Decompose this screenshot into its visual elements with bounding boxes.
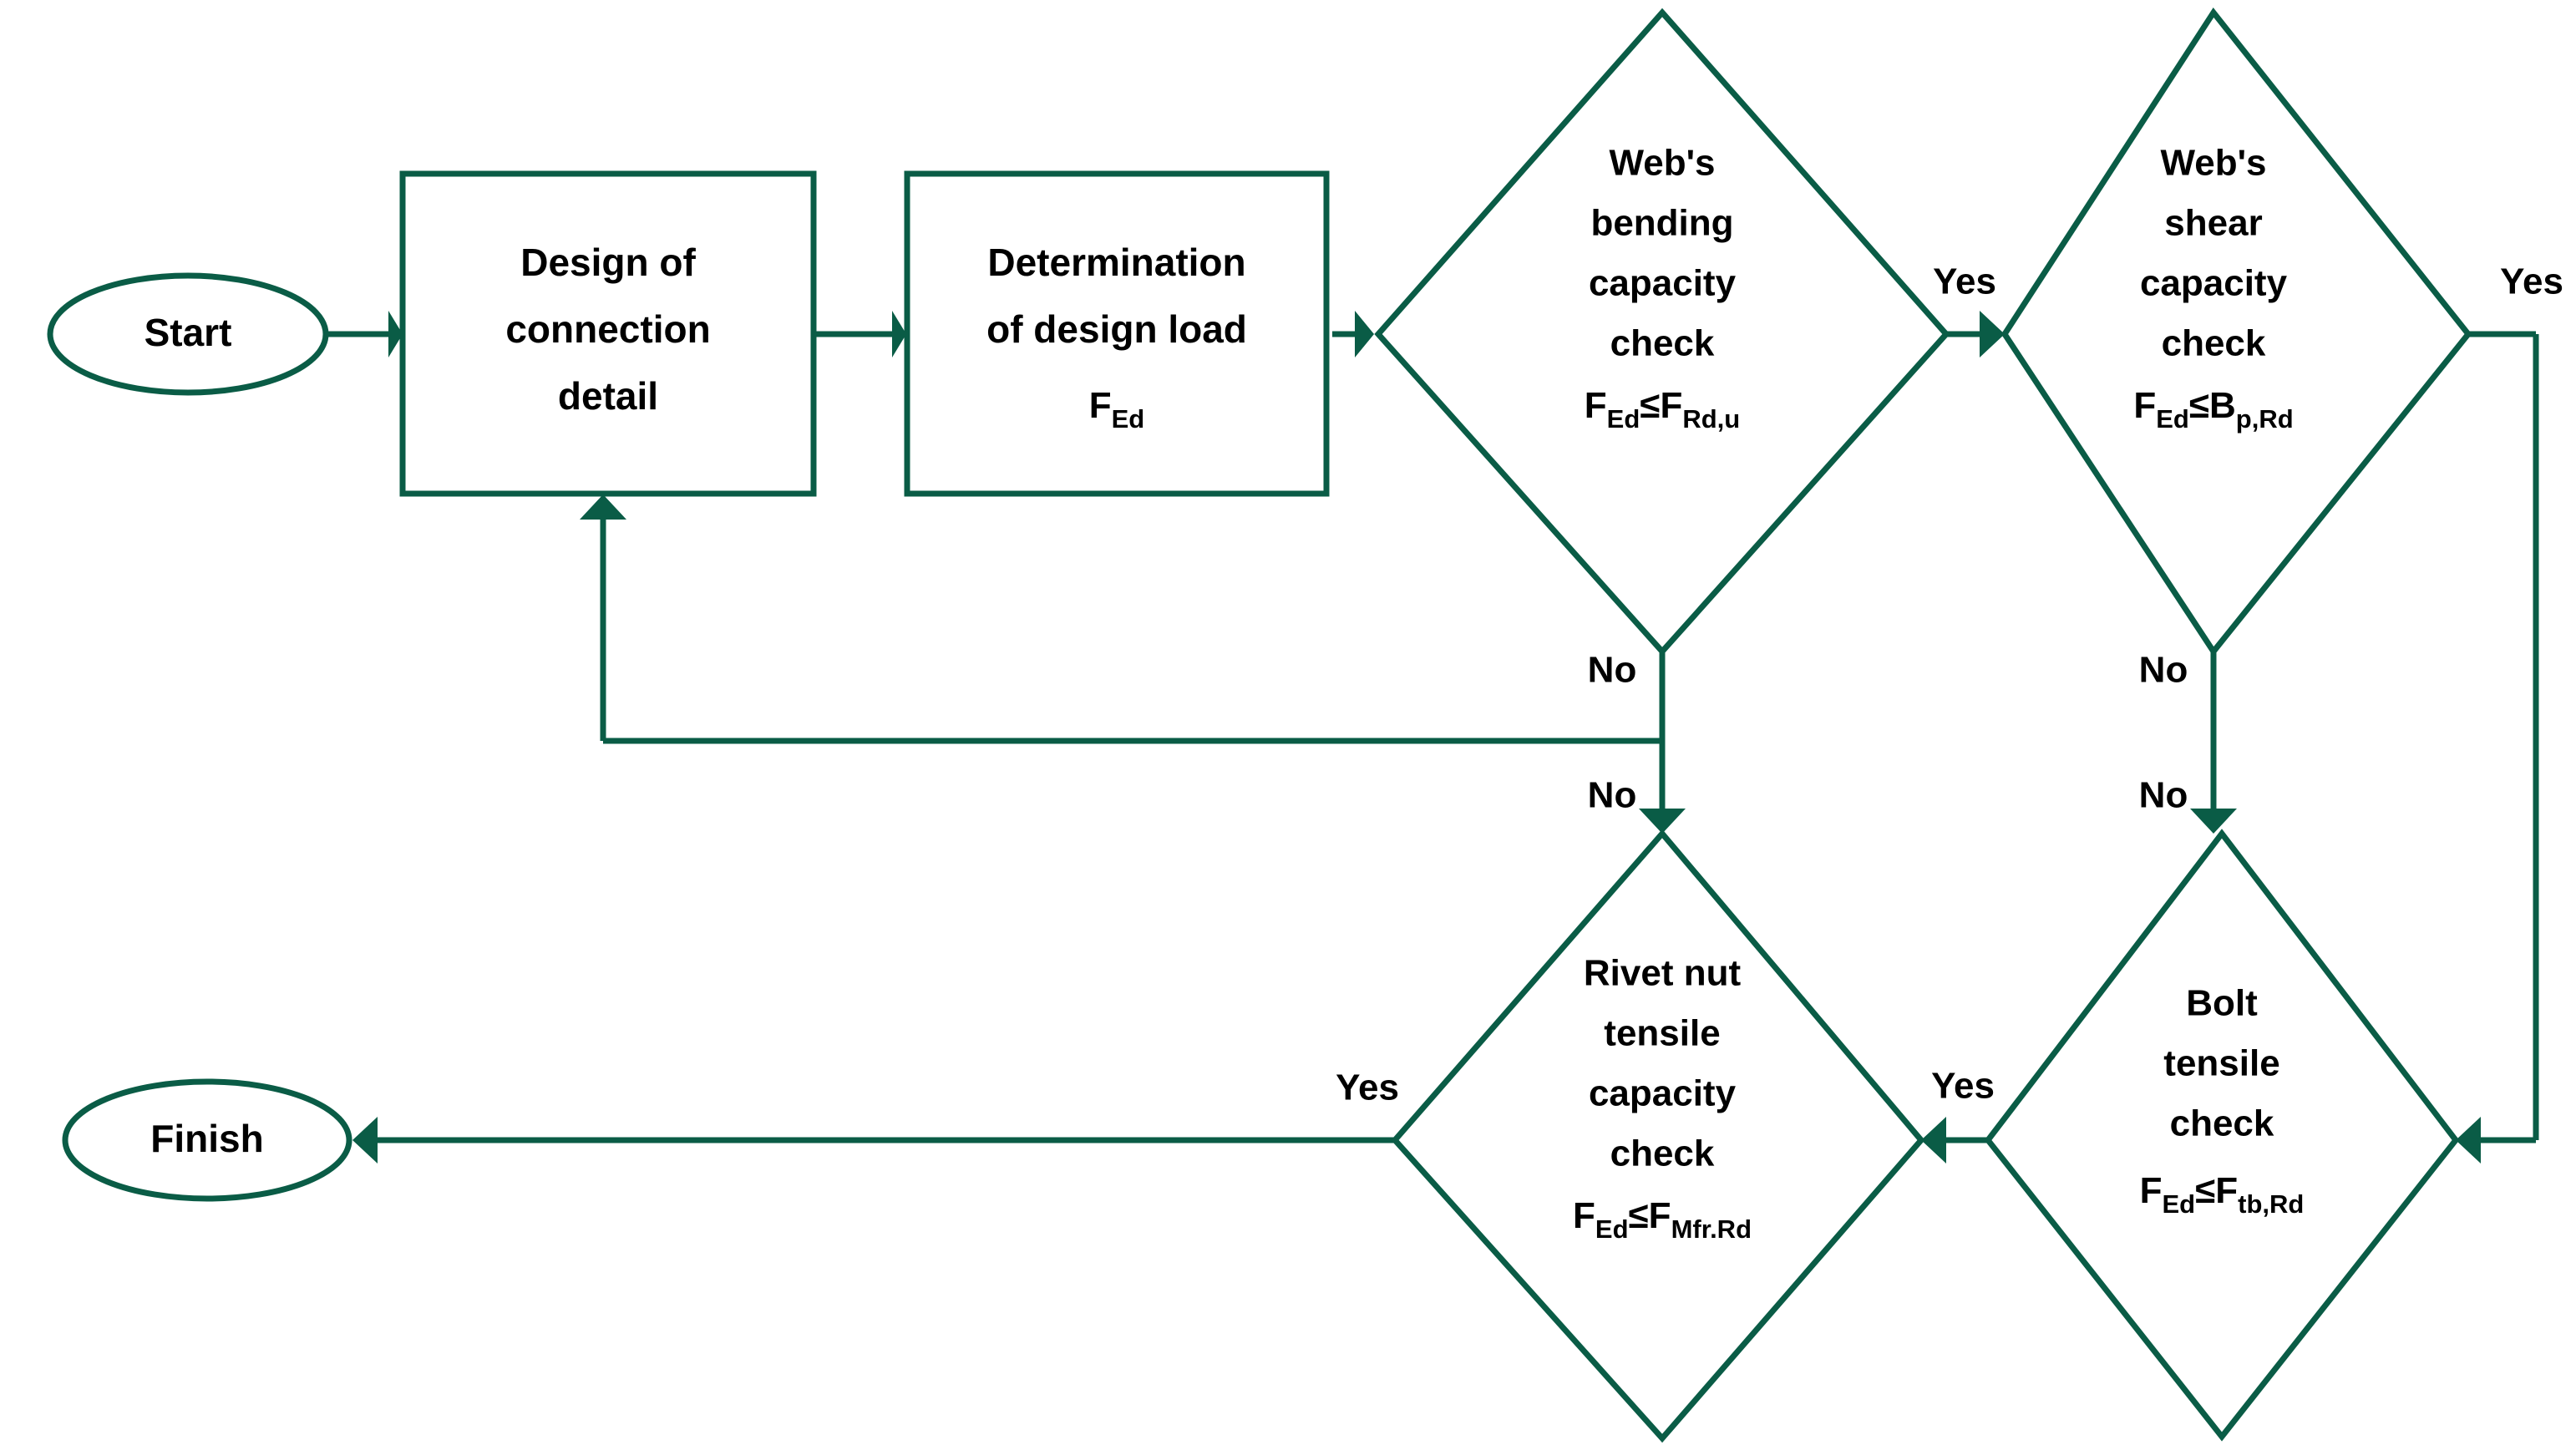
web-bending-line-3: capacity	[1589, 263, 1737, 304]
bolt-tensile-line-3: check	[2170, 1103, 2274, 1144]
edge-label-bolt-yes: Yes	[1931, 1066, 1995, 1107]
wb-rhs-sub: Rd,u	[1682, 404, 1740, 434]
design-line-3: detail	[558, 374, 658, 418]
web-bending-line-4: check	[1610, 323, 1715, 364]
edge-label-shear-yes: Yes	[2500, 261, 2563, 302]
bt-lhs-sub: Ed	[2163, 1189, 2196, 1219]
edge-load-to-web-bending	[1332, 311, 1374, 357]
edge-label-bending-yes: Yes	[1933, 261, 1996, 302]
node-web-shear-capacity-check[interactable]: Web's shear capacity check FEd≤Bp,Rd	[2000, 8, 2472, 657]
wb-lhs-base: F	[1585, 385, 1607, 426]
bolt-tensile-line-2: tensile	[2163, 1043, 2279, 1084]
node-determination-of-design-load[interactable]: Determination of design load FEd	[904, 170, 1330, 497]
edge-start-to-design	[327, 311, 403, 357]
web-bending-line-2: bending	[1590, 203, 1733, 244]
web-shear-line-1: Web's	[2160, 143, 2266, 184]
ws-rhs-sub: p,Rd	[2236, 404, 2294, 434]
ws-rhs-base: B	[2209, 385, 2236, 426]
wb-rhs-base: F	[1660, 385, 1682, 426]
node-finish[interactable]: Finish	[62, 1078, 352, 1202]
edge-label-rivet-yes: Yes	[1336, 1067, 1399, 1108]
edge-shear-yes-to-bolt	[2456, 331, 2539, 1164]
node-rivet-nut-tensile-capacity-check[interactable]: Rivet nut tensile capacity check FEd≤FMf…	[1391, 829, 1925, 1443]
rivet-nut-line-2: tensile	[1604, 1013, 1720, 1054]
web-shear-line-4: check	[2162, 323, 2266, 364]
bt-rhs-sub: tb,Rd	[2238, 1189, 2304, 1219]
node-start[interactable]: Start	[47, 272, 329, 396]
bt-rhs-base: F	[2215, 1170, 2238, 1211]
load-symbol: FEd	[1089, 385, 1145, 434]
rn-rhs-base: F	[1649, 1195, 1671, 1236]
design-line-1: Design of	[520, 241, 696, 284]
edge-shear-no-to-bolt	[2190, 652, 2237, 834]
ws-operator: ≤	[2189, 385, 2209, 426]
load-symbol-sub: Ed	[1112, 404, 1145, 434]
edge-label-bending-no: No	[1588, 650, 1637, 691]
rn-lhs-base: F	[1573, 1195, 1595, 1236]
load-line-1: Determination	[987, 241, 1245, 284]
bt-operator: ≤	[2195, 1170, 2215, 1211]
node-bolt-tensile-check[interactable]: Bolt tensile check FEd≤Ftb,Rd	[1984, 829, 2460, 1442]
edge-label-rivet-no: No	[1588, 775, 1637, 816]
rivet-nut-line-1: Rivet nut	[1584, 953, 1742, 994]
bolt-tensile-formula: FEd≤Ftb,Rd	[2140, 1170, 2305, 1219]
wb-lhs-sub: Ed	[1607, 404, 1640, 434]
bt-lhs-base: F	[2140, 1170, 2163, 1211]
web-shear-line-2: shear	[2164, 203, 2262, 244]
wb-operator: ≤	[1640, 385, 1660, 426]
web-shear-formula: FEd≤Bp,Rd	[2133, 385, 2293, 434]
design-line-2: connection	[505, 307, 710, 351]
load-symbol-base: F	[1089, 385, 1112, 426]
rn-lhs-sub: Ed	[1595, 1214, 1629, 1244]
finish-label: Finish	[150, 1117, 263, 1160]
edge-label-bolt-no: No	[2139, 775, 2188, 816]
web-bending-formula: FEd≤FRd,u	[1585, 385, 1740, 434]
rivet-nut-formula: FEd≤FMfr.Rd	[1573, 1195, 1752, 1244]
edge-rivet-yes-to-finish	[352, 1117, 1395, 1164]
ws-lhs-base: F	[2133, 385, 2156, 426]
rivet-nut-line-4: check	[1610, 1133, 1715, 1174]
load-line-2: of design load	[986, 307, 1247, 351]
web-shear-line-3: capacity	[2140, 263, 2288, 304]
node-design-of-connection-detail[interactable]: Design of connection detail	[399, 170, 817, 497]
rivet-nut-line-3: capacity	[1589, 1073, 1737, 1114]
edge-label-shear-no: No	[2139, 650, 2188, 691]
node-web-bending-capacity-check[interactable]: Web's bending capacity check FEd≤FRd,u	[1374, 8, 1950, 657]
start-label: Start	[145, 311, 232, 354]
edge-design-to-load	[814, 311, 906, 357]
edge-bending-no-feedback	[580, 494, 1666, 744]
edge-bending-no-to-rivet	[1639, 741, 1686, 834]
rn-rhs-sub: Mfr.Rd	[1671, 1214, 1752, 1244]
bolt-tensile-line-1: Bolt	[2186, 983, 2258, 1024]
web-bending-line-1: Web's	[1609, 143, 1715, 184]
ws-lhs-sub: Ed	[2156, 404, 2189, 434]
rn-operator: ≤	[1629, 1195, 1649, 1236]
